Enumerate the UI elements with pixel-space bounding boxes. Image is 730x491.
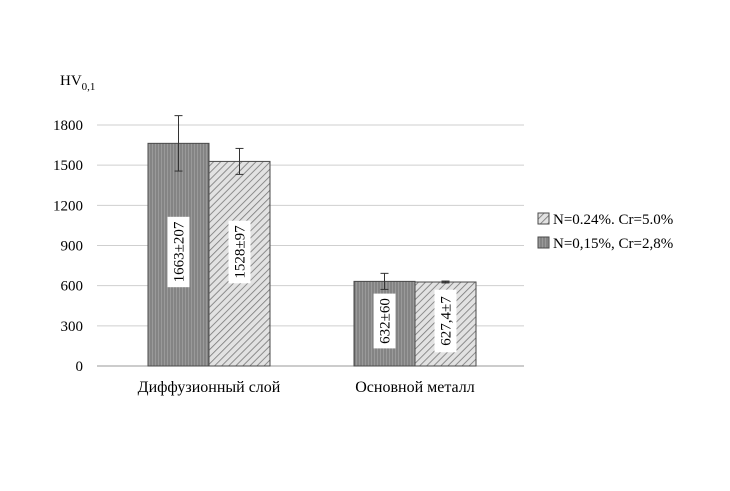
error-bars [174, 115, 450, 290]
data-label: 1528±97 [228, 220, 251, 284]
y-tick-label: 1800 [53, 118, 83, 134]
y-axis-label-sub: 0,1 [82, 81, 96, 93]
y-tick-label: 900 [61, 239, 84, 255]
y-axis-ticks: 0 300 600 900 1200 1500 1800 [53, 118, 83, 375]
legend: N=0.24%. Cr=5.0% N=0,15%, Cr=2,8% [537, 212, 673, 252]
y-tick-label: 600 [61, 279, 84, 295]
data-label-box [373, 293, 396, 349]
data-label-text: 632±60 [378, 298, 394, 344]
legend-label: N=0.24%. Cr=5.0% [553, 212, 673, 228]
y-tick-label: 0 [76, 359, 84, 375]
y-axis-label-main: HV [60, 73, 82, 89]
data-label-box [167, 216, 190, 288]
y-tick-label: 300 [61, 319, 84, 335]
legend-label: N=0,15%, Cr=2,8% [553, 236, 673, 252]
y-tick-label: 1200 [53, 198, 83, 214]
data-label-box [434, 289, 457, 353]
data-label: 632±60 [373, 293, 396, 349]
data-label-text: 627,4±7 [439, 296, 455, 346]
bars [147, 142, 477, 367]
data-label: 627,4±7 [434, 289, 457, 353]
x-category-label: Диффузионный слой [138, 379, 281, 396]
data-labels: 1663±207 1528±97 632±60 627,4±7 [167, 216, 457, 353]
x-category-label: Основной металл [355, 379, 475, 396]
legend-swatch [537, 212, 550, 225]
data-label-text: 1663±207 [172, 221, 188, 282]
y-tick-label: 1500 [53, 158, 83, 174]
data-label-text: 1528±97 [233, 225, 249, 279]
legend-swatch [537, 236, 550, 249]
y-axis-label: HV0,1 [60, 73, 95, 93]
data-label: 1663±207 [167, 216, 190, 288]
data-label-box [228, 220, 251, 284]
x-axis-categories: Диффузионный слой Основной металл [138, 379, 475, 396]
